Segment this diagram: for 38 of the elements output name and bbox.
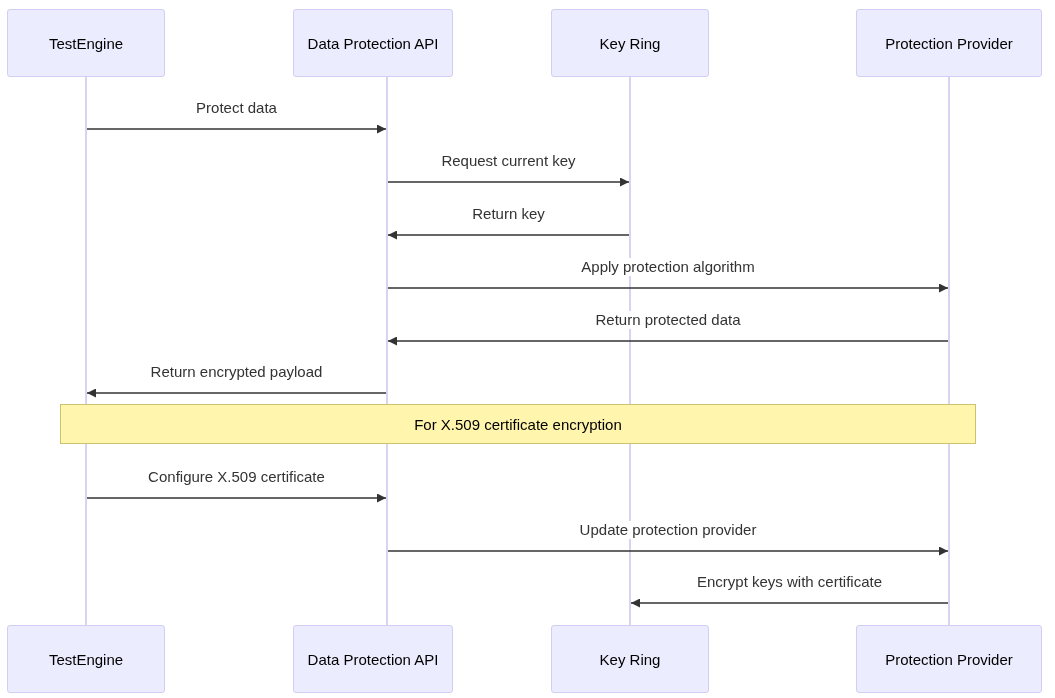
- participant-box: [856, 9, 1042, 77]
- message-arrow: [387, 336, 949, 346]
- node-label: Data Protection API: [307, 650, 439, 668]
- edge-label: Request current key: [439, 152, 578, 170]
- participant-box: [293, 625, 453, 693]
- message-arrow: [387, 177, 630, 187]
- lifeline: [386, 77, 388, 625]
- edge-label: Return protected data: [593, 311, 743, 329]
- participant-box: [7, 9, 165, 77]
- participant-box: [551, 9, 709, 77]
- edge-label: Update protection provider: [577, 521, 759, 539]
- message-arrow: [387, 230, 630, 240]
- message-arrow: [86, 124, 387, 134]
- node-label: Data Protection API: [307, 34, 439, 52]
- edge-label: Configure X.509 certificate: [146, 468, 327, 486]
- lifeline: [85, 77, 87, 625]
- node-label: For X.509 certificate encryption: [414, 415, 622, 433]
- node-label: Protection Provider: [885, 34, 1013, 52]
- message-arrow: [387, 283, 949, 293]
- message-arrow: [86, 493, 387, 503]
- participant-box: [856, 625, 1042, 693]
- participant-box: [551, 625, 709, 693]
- edge-label: Return key: [470, 205, 547, 223]
- edge-label: Return encrypted payload: [148, 363, 325, 381]
- node-label: Protection Provider: [885, 650, 1013, 668]
- lifeline: [629, 77, 631, 625]
- message-arrow: [86, 388, 387, 398]
- lifeline: [948, 77, 950, 625]
- node-label: Key Ring: [599, 650, 661, 668]
- participant-box: [293, 9, 453, 77]
- note-box: [60, 404, 976, 444]
- edge-label: Apply protection algorithm: [579, 258, 757, 276]
- node-label: TestEngine: [48, 34, 124, 52]
- node-label: TestEngine: [48, 650, 124, 668]
- node-label: Key Ring: [599, 34, 661, 52]
- message-arrow: [630, 598, 949, 608]
- message-arrow: [387, 546, 949, 556]
- participant-box: [7, 625, 165, 693]
